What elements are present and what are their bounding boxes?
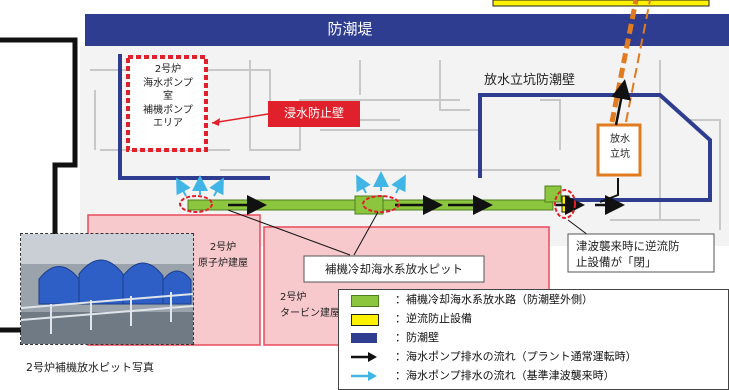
flood-barrier-arrowhead	[212, 118, 220, 126]
ellipse-backflow	[554, 189, 576, 219]
pump-room-box	[126, 55, 208, 152]
yellow-note-box	[492, 0, 710, 7]
legend-row-backflow-device: ：逆流防止設備	[339, 311, 728, 327]
legend: ：補機冷却海水系放水路（防潮壁外側） ：逆流防止設備 ：防潮壁 ：海水ポンプ排水…	[338, 289, 729, 390]
seawall-banner	[85, 14, 729, 46]
tsunami-arrows	[176, 171, 406, 197]
legend-yellow-swatch	[351, 314, 379, 326]
tsunami-callout-box	[567, 233, 715, 273]
discharge-pipe-orange-2	[625, 0, 651, 123]
flood-barrier-arrow	[211, 113, 269, 124]
legend-row-seawall: ：防潮壁	[339, 330, 728, 346]
outfall-shaft-wall-label: 放水立坑防潮壁	[484, 73, 576, 88]
photo-illustration	[21, 234, 193, 344]
legend-green-swatch	[351, 295, 379, 307]
legend-text-seawall: ：防潮壁	[395, 331, 439, 344]
legend-row-tsunami-flow: ：海水ポンプ排水の流れ（基準津波襲来時）	[339, 368, 728, 384]
pit-pointer-right	[353, 211, 379, 256]
discharge-pit-label-box	[303, 255, 485, 283]
outfall-shaft-label: 放水 立坑	[610, 134, 630, 160]
legend-row-discharge-channel: ：補機冷却海水系放水路（防潮壁外側）	[339, 292, 728, 308]
photo-caption: 2号炉補機放水ピット写真	[26, 361, 154, 374]
discharge-pit-photo	[20, 233, 194, 345]
pump-room-label: 2号炉 海水ポンプ 室 補機ポンプ エリア	[143, 64, 193, 129]
legend-text-normal-flow: ：海水ポンプ排水の流れ（プラント通常運転時）	[395, 350, 637, 363]
ellipse-pit-left	[179, 195, 213, 213]
discharge-pit-block	[354, 195, 384, 215]
seawall-label: 防潮堤	[327, 20, 373, 38]
legend-cyan-arrow-icon	[351, 371, 377, 381]
flood-barrier-box	[268, 101, 360, 127]
seawall-line-right	[478, 93, 712, 202]
legend-row-normal-flow: ：海水ポンプ排水の流れ（プラント通常運転時）	[339, 349, 728, 365]
discharge-pipe-orange	[609, 0, 639, 123]
legend-text-backflow-device: ：逆流防止設備	[395, 312, 472, 325]
legend-black-arrow-icon	[351, 352, 377, 362]
turbine-building-label: 2号炉 タービン建屋	[280, 292, 340, 319]
discharge-pit-label: 補機冷却海水系放水ピット	[325, 262, 463, 276]
reactor-building-label: 2号炉 原子炉建屋	[198, 242, 248, 269]
legend-text-discharge-channel: ：補機冷却海水系放水路（防潮壁外側）	[395, 293, 593, 306]
black-outline-left	[0, 37, 78, 330]
outfall-shaft-box	[596, 123, 642, 177]
flood-barrier-label: 浸水防止壁	[283, 106, 344, 120]
flow-arrow-up	[611, 79, 631, 126]
pit-pointer-left	[227, 209, 351, 256]
legend-text-tsunami-flow: ：海水ポンプ排水の流れ（基準津波襲来時）	[395, 369, 615, 382]
legend-blue-swatch	[351, 333, 377, 343]
tsunami-callout-label: 津波襲来時に逆流防 止設備が「閉」	[576, 239, 680, 270]
ellipse-pit-middle	[362, 195, 400, 213]
